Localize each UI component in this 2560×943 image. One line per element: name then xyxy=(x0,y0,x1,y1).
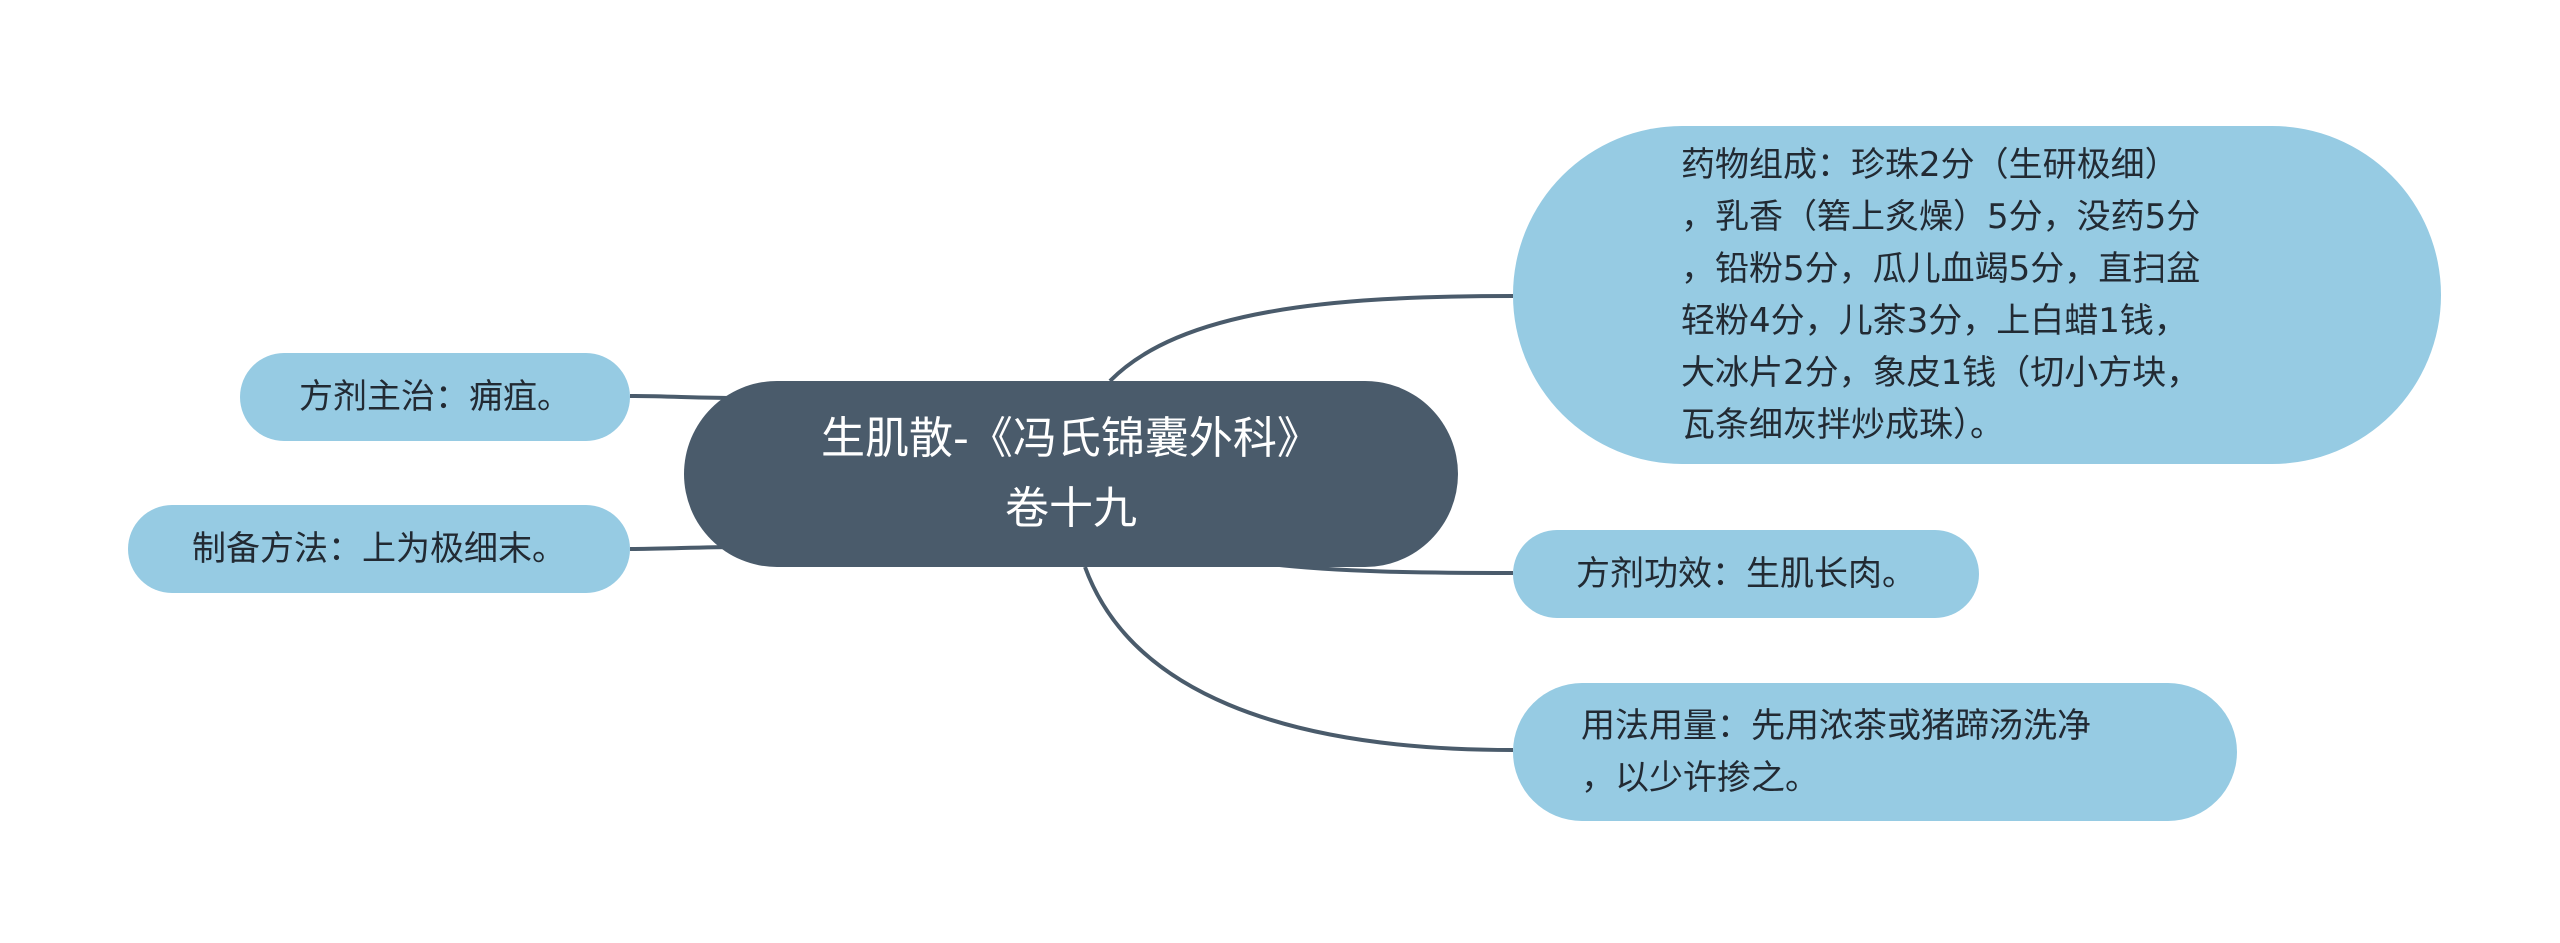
branch-composition-label: 药物组成：珍珠2分（生研极细） ，乳香（箬上炙燥）5分，没药5分 ，铅粉5分，瓜… xyxy=(1681,145,2201,445)
branch-indications[interactable]: 方剂主治：痈疽。 xyxy=(240,353,630,441)
branch-usage[interactable]: 用法用量：先用浓茶或猪蹄汤洗净 ，以少许掺之。 xyxy=(1513,683,2237,821)
branch-efficacy-label: 方剂功效：生肌长肉。 xyxy=(1576,554,1916,594)
branch-usage-label: 用法用量：先用浓茶或猪蹄汤洗净 ，以少许掺之。 xyxy=(1581,706,2091,798)
connector-right-top xyxy=(1108,294,1514,383)
connector-right-bottom xyxy=(1083,566,1514,752)
branch-preparation[interactable]: 制备方法：上为极细末。 xyxy=(128,505,630,593)
root-node[interactable]: 生肌散-《冯氏锦囊外科》 卷十九 xyxy=(684,381,1458,567)
root-label: 生肌散-《冯氏锦囊外科》 卷十九 xyxy=(821,413,1321,534)
branch-composition[interactable]: 药物组成：珍珠2分（生研极细） ，乳香（箬上炙燥）5分，没药5分 ，铅粉5分，瓜… xyxy=(1513,126,2441,464)
branch-efficacy[interactable]: 方剂功效：生肌长肉。 xyxy=(1513,530,1979,618)
branch-preparation-label: 制备方法：上为极细末。 xyxy=(192,529,566,569)
branch-indications-label: 方剂主治：痈疽。 xyxy=(299,377,571,417)
